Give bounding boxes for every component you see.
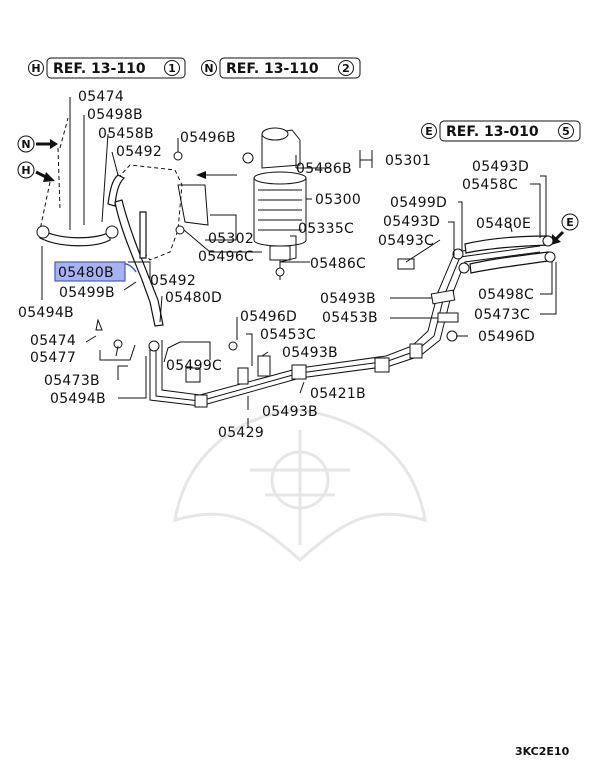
part-label: 05493C xyxy=(378,233,434,249)
part-label: 05300 xyxy=(315,192,361,208)
svg-text:N: N xyxy=(204,62,213,75)
footer-code: 3KC2E10 xyxy=(515,745,570,758)
svg-text:REF. 13-010: REF. 13-010 xyxy=(446,124,539,140)
ref-e: E REF. 13-010 5 xyxy=(421,120,581,142)
part-label: 05496D xyxy=(240,309,297,325)
part-label: 05474 xyxy=(78,89,124,105)
part-label: 05496C xyxy=(198,249,254,265)
part-label: 05494B xyxy=(18,305,74,321)
clamps xyxy=(113,151,459,408)
part-label: 05421B xyxy=(310,386,366,402)
fuel-filter-assembly xyxy=(196,127,307,280)
part-label: 05474 xyxy=(30,333,76,349)
ref-n: N REF. 13-110 2 xyxy=(201,57,361,79)
part-label: 05453B xyxy=(322,310,378,326)
part-label: 05453C xyxy=(260,327,316,343)
svg-text:2: 2 xyxy=(342,62,350,75)
part-label: 05473B xyxy=(44,373,100,389)
leader-lines xyxy=(41,97,557,428)
svg-text:REF. 13-110: REF. 13-110 xyxy=(53,61,146,77)
watermark-emblem xyxy=(173,408,427,563)
part-label: 05498C xyxy=(478,287,534,303)
main-pipe-run xyxy=(99,239,541,407)
part-label: 05493D xyxy=(383,214,440,230)
part-label: 05496B xyxy=(180,130,236,146)
part-label: 05499D xyxy=(390,195,447,211)
marker-h: H xyxy=(17,161,55,182)
part-label: 05493B xyxy=(282,345,338,361)
part-label: 05473C xyxy=(474,307,530,323)
bracket-05302 xyxy=(177,184,209,226)
marker-e: E xyxy=(551,213,579,245)
part-label: 05499C xyxy=(166,358,222,374)
part-label-05480B: 05480B xyxy=(58,265,114,281)
ref-h: H REF. 13-110 1 xyxy=(28,57,186,79)
part-label: 05492 xyxy=(116,144,162,160)
part-label: 05302 xyxy=(208,231,254,247)
svg-text:5: 5 xyxy=(562,125,570,138)
part-label: 05477 xyxy=(30,350,76,366)
part-label: 05496D xyxy=(478,329,535,345)
svg-text:1: 1 xyxy=(168,62,176,75)
part-label: 05486C xyxy=(310,256,366,272)
part-label: 05493B xyxy=(262,404,318,420)
part-labels: 05474 05498B 05458B 05492 05496B 05301 0… xyxy=(18,89,535,441)
part-label: 05492 xyxy=(150,273,196,289)
svg-text:N: N xyxy=(21,138,30,151)
right-hose-group xyxy=(452,235,556,274)
svg-text:H: H xyxy=(21,164,30,177)
engine-outline xyxy=(117,164,183,261)
part-label: 05493B xyxy=(320,291,376,307)
left-hose-group xyxy=(36,174,164,331)
part-label: 05494B xyxy=(50,391,106,407)
part-label: 05335C xyxy=(298,221,354,237)
part-label: 05498B xyxy=(87,107,143,123)
part-label: 05480E xyxy=(476,216,531,232)
part-label: 05458C xyxy=(462,177,518,193)
part-label: 05429 xyxy=(218,425,264,441)
svg-text:H: H xyxy=(31,62,40,75)
part-label: 05493D xyxy=(472,159,529,175)
part-label: 05301 xyxy=(385,153,431,169)
part-label: 05499B xyxy=(59,285,115,301)
svg-text:E: E xyxy=(425,125,433,138)
part-label: 05480D xyxy=(165,290,222,306)
highlight-05480B[interactable]: 05480B xyxy=(54,261,137,282)
svg-text:REF. 13-110: REF. 13-110 xyxy=(226,61,319,77)
part-label: 05486B xyxy=(296,161,352,177)
part-label: 05458B xyxy=(98,126,154,142)
marker-n: N xyxy=(17,135,58,153)
svg-text:E: E xyxy=(566,216,574,229)
